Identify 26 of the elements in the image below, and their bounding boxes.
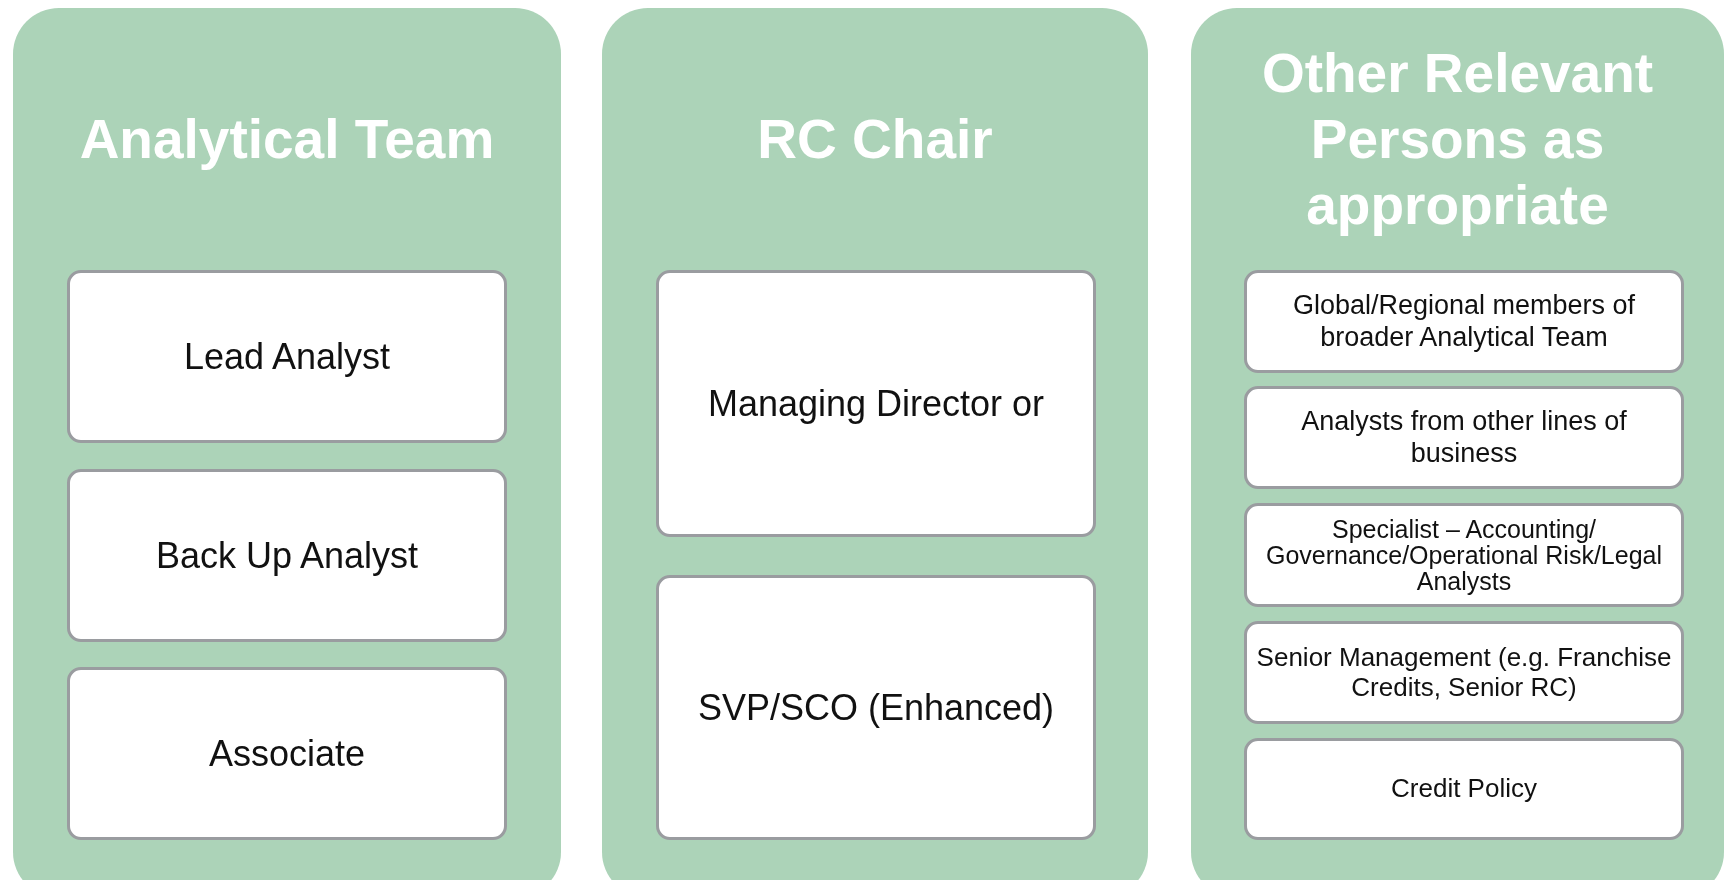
group-panel [602,8,1148,880]
role-text: Specialist – Accounting/ Governance/Operational Risk/Legal Analysts [1264,515,1664,595]
role-box [67,667,507,840]
role-box [656,270,1096,537]
role-box [656,575,1096,840]
group-panel [1191,8,1724,880]
role-text: Senior Management (e.g. Franchise Credits, Senior RC) [1255,642,1673,703]
role-box [67,469,507,642]
role-text: Lead Analyst [182,334,392,379]
role-box [1244,621,1684,724]
role-box [1244,386,1684,489]
role-box [1244,503,1684,607]
group-panel [13,8,561,880]
role-text: Global/Regional members of broader Analytical Team [1291,290,1637,353]
role-text: Managing Director or [706,381,1046,426]
role-box [1244,270,1684,373]
panel-title: Other Relevant Persons as appropriate [1260,41,1655,238]
role-text: Associate [207,731,367,776]
role-box [67,270,507,443]
role-text: Back Up Analyst [154,533,420,578]
role-text: Analysts from other lines of business [1300,406,1628,469]
panel-title: Analytical Team [78,107,496,172]
role-text: SVP/SCO (Enhanced) [696,686,1056,729]
role-box [1244,738,1684,840]
panel-title: RC Chair [756,107,994,172]
role-text: Credit Policy [1390,774,1538,804]
